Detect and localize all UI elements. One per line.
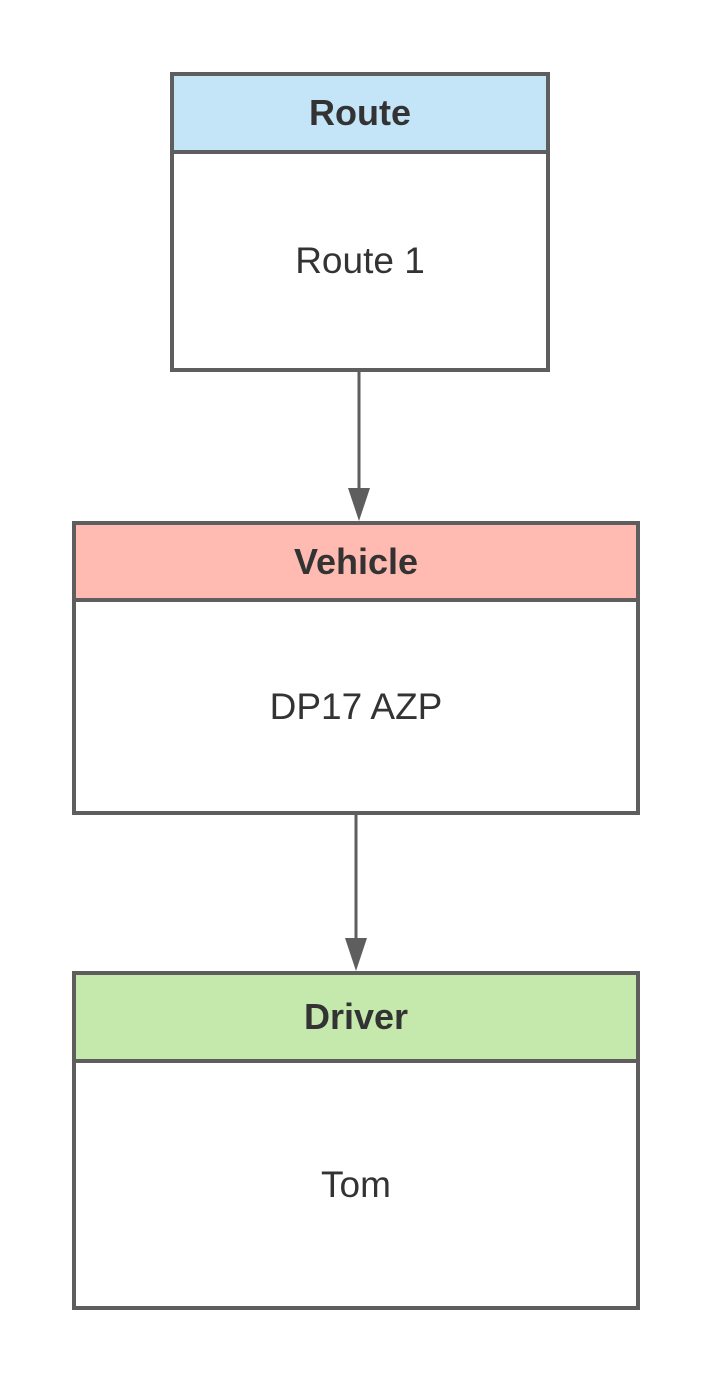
driver-header: Driver <box>76 975 636 1063</box>
driver-value: Tom <box>321 1163 391 1205</box>
driver-entity[interactable]: Driver Tom <box>72 971 640 1310</box>
arrow-vehicle-to-driver <box>345 815 367 971</box>
route-entity[interactable]: Route Route 1 <box>170 72 550 372</box>
arrow-route-to-vehicle <box>348 372 370 521</box>
vehicle-header: Vehicle <box>76 525 636 602</box>
vehicle-value: DP17 AZP <box>269 685 443 727</box>
vehicle-entity[interactable]: Vehicle DP17 AZP <box>72 521 640 815</box>
route-value: Route 1 <box>295 240 425 281</box>
route-header: Route <box>174 76 546 154</box>
